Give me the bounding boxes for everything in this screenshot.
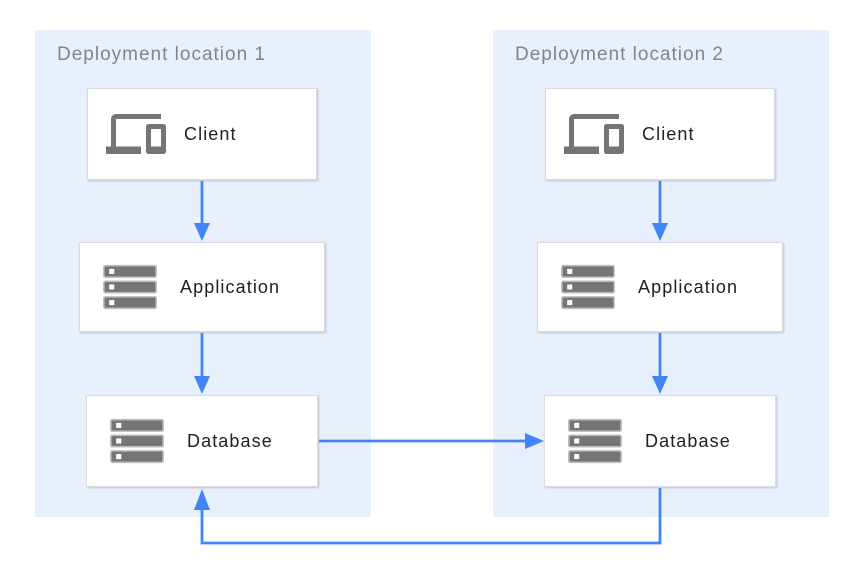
panel-title-1: Deployment location 1 <box>57 44 266 65</box>
node-database-2: Database <box>544 395 776 487</box>
node-client-1: Client <box>87 88 317 180</box>
node-label: Client <box>184 123 237 144</box>
node-label: Client <box>642 123 695 144</box>
node-label: Application <box>638 276 739 297</box>
server-stack-icon <box>105 409 169 473</box>
server-stack-icon <box>563 409 627 473</box>
node-database-1: Database <box>86 395 318 487</box>
node-client-2: Client <box>545 88 775 180</box>
node-label: Database <box>645 430 731 451</box>
panel-title-2: Deployment location 2 <box>515 44 724 65</box>
devices-icon <box>564 104 624 164</box>
node-application-2: Application <box>537 242 783 332</box>
node-application-1: Application <box>79 242 325 332</box>
node-label: Database <box>187 430 273 451</box>
server-stack-icon <box>98 255 162 319</box>
server-stack-icon <box>556 255 620 319</box>
node-label: Application <box>180 276 281 297</box>
devices-icon <box>106 104 166 164</box>
